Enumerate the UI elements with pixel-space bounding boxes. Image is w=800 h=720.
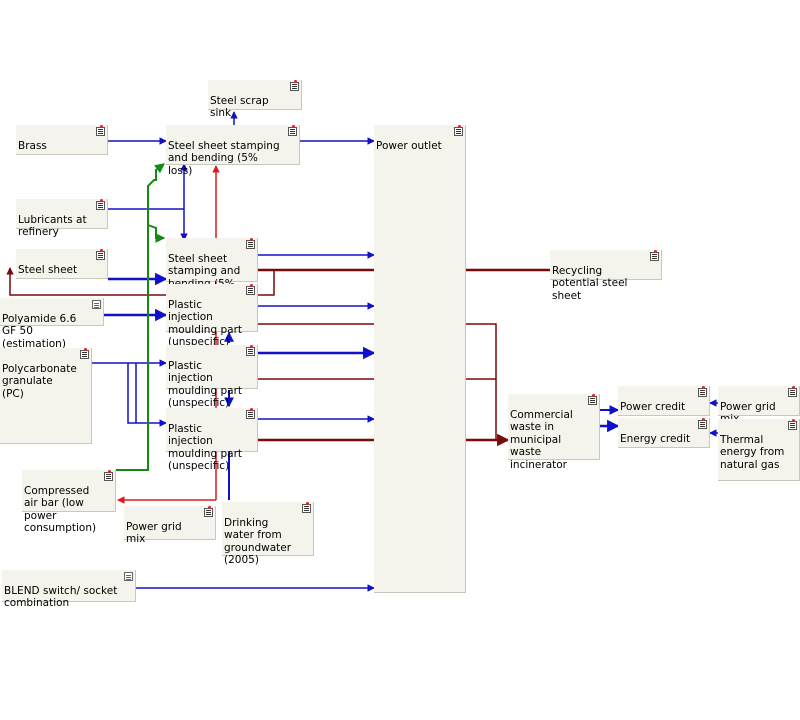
process-icon	[246, 408, 255, 419]
process-icon	[788, 386, 797, 397]
node-injection-2[interactable]: Plastic injection moulding part (unspeci…	[166, 345, 258, 409]
node-label: Lubricants at refinery	[18, 213, 87, 239]
node-steel-sheet[interactable]: Steel sheet	[16, 249, 108, 279]
process-icon	[302, 502, 311, 513]
node-label: Thermal energy from natural gas	[720, 433, 785, 471]
process-icon	[96, 249, 105, 260]
node-label: Steel sheet stamping and bending (5% los…	[168, 139, 280, 177]
node-label: Plastic injection moulding part (unspeci…	[168, 359, 242, 410]
node-drinking-water[interactable]: Drinking water from groundwater (2005)	[222, 502, 314, 566]
flow-waste-1	[258, 323, 497, 440]
document-icon	[124, 572, 133, 581]
node-polyamide[interactable]: Polyamide 6.6 GF 50 (estimation)	[0, 298, 104, 350]
process-icon	[588, 394, 597, 405]
node-steel-scrap-sink[interactable]: Steel scrap sink	[208, 80, 302, 119]
node-energy-credit[interactable]: Energy credit	[618, 418, 710, 448]
node-steel-stamping-top[interactable]: Steel sheet stamping and bending (5% los…	[166, 125, 300, 177]
node-label: Polyamide 6.6 GF 50 (estimation)	[2, 312, 77, 350]
process-icon	[288, 125, 297, 136]
process-icon	[246, 345, 255, 356]
process-icon	[246, 284, 255, 295]
node-label: Polycarbonate granulate (PC)	[2, 362, 77, 400]
node-label: Recycling potential steel sheet	[552, 264, 628, 302]
process-icon	[246, 238, 255, 249]
node-injection-3[interactable]: Plastic injection moulding part (unspeci…	[166, 408, 258, 472]
process-icon	[204, 506, 213, 517]
node-label: Plastic injection moulding part (unspeci…	[168, 422, 242, 473]
node-label: Brass	[18, 139, 47, 152]
process-icon	[788, 419, 797, 430]
node-injection-1[interactable]: Plastic injection moulding part (unspeci…	[166, 284, 258, 348]
node-thermal-energy[interactable]: Thermal energy from natural gas	[718, 419, 800, 481]
node-label: Steel scrap sink	[210, 94, 269, 120]
node-polycarbonate[interactable]: Polycarbonate granulate (PC)	[0, 348, 92, 444]
node-label: Steel sheet	[18, 263, 78, 276]
process-icon	[698, 386, 707, 397]
node-label: Energy credit	[620, 432, 691, 445]
node-label: BLEND switch/ socket combination	[4, 584, 118, 610]
process-icon	[290, 80, 299, 91]
process-icon	[454, 125, 463, 136]
node-power-grid-mix-right[interactable]: Power grid mix	[718, 386, 800, 425]
node-brass[interactable]: Brass	[16, 125, 108, 155]
document-icon	[92, 300, 101, 309]
node-power-outlet[interactable]: Power outlet	[374, 125, 466, 593]
node-label: Commercial waste in municipal waste inci…	[510, 408, 573, 471]
flow-air-branch	[147, 224, 166, 243]
node-label: Drinking water from groundwater (2005)	[224, 516, 292, 567]
process-icon	[96, 125, 105, 136]
process-icon	[698, 418, 707, 429]
node-label: Power credit	[620, 400, 686, 413]
process-icon	[650, 250, 659, 261]
node-steel-stamping-mid[interactable]: Steel sheet stamping and bending (5% los…	[166, 238, 258, 302]
node-commercial-waste[interactable]: Commercial waste in municipal waste inci…	[508, 394, 600, 471]
node-lubricants[interactable]: Lubricants at refinery	[16, 199, 108, 238]
node-power-credit[interactable]: Power credit	[618, 386, 710, 416]
node-power-grid-mix-bottom[interactable]: Power grid mix	[124, 506, 216, 545]
node-label: Plastic injection moulding part (unspeci…	[168, 298, 242, 349]
node-label: Power grid mix	[126, 520, 182, 546]
process-icon	[80, 348, 89, 359]
node-label: Compressed air bar (low power consumptio…	[24, 484, 97, 535]
process-icon	[96, 199, 105, 210]
node-recycling-potential[interactable]: Recycling potential steel sheet	[550, 250, 662, 302]
flow-pc-branch-1	[127, 363, 167, 427]
process-icon	[104, 470, 113, 481]
node-blend-switch[interactable]: BLEND switch/ socket combination	[2, 570, 136, 609]
node-compressed-air[interactable]: Compressed air bar (low power consumptio…	[22, 470, 116, 534]
flow-air-main	[116, 163, 165, 471]
flow-scrap-loop	[6, 267, 275, 296]
node-label: Power outlet	[376, 139, 442, 152]
